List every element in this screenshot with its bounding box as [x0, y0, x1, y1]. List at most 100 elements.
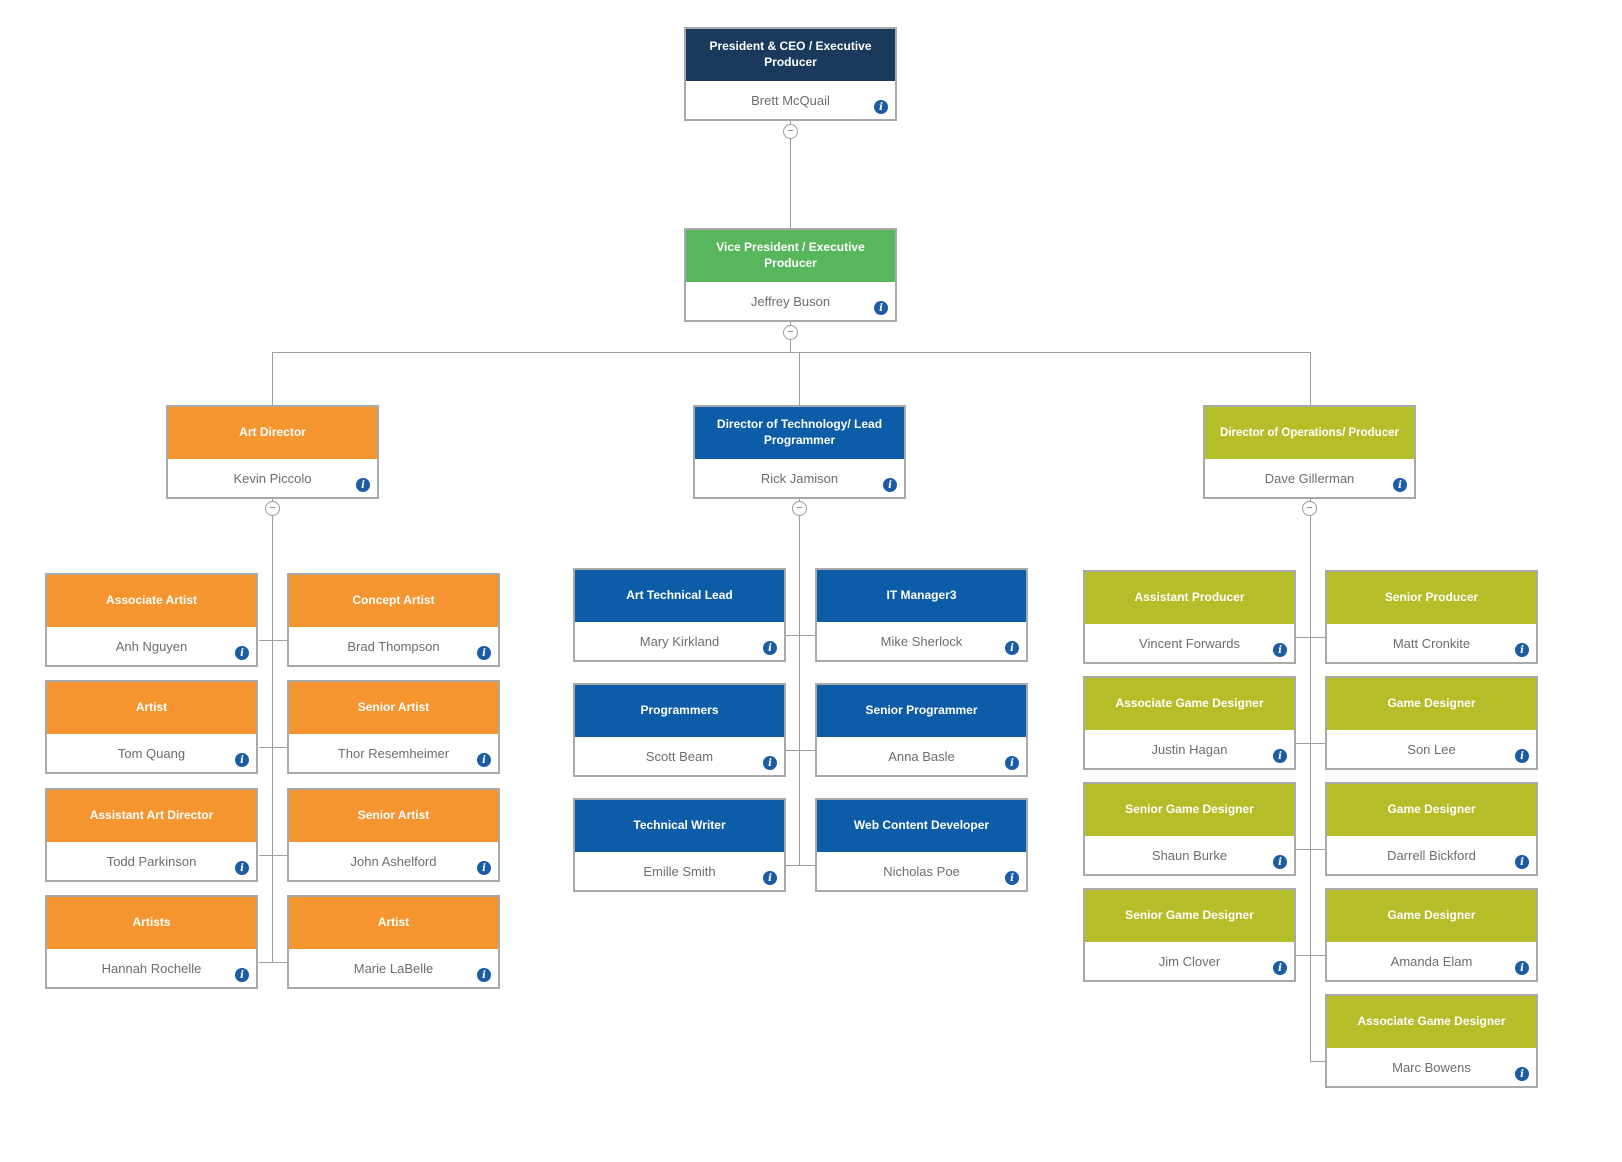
info-icon[interactable]: i — [763, 641, 777, 655]
node-person-name: Shaun Burke — [1151, 847, 1228, 863]
node-art-team-member[interactable]: Artists Hannah Rochelle i — [45, 895, 258, 989]
node-ops-team-member[interactable]: Game Designer Amanda Elam i — [1325, 888, 1538, 982]
info-icon[interactable]: i — [1273, 855, 1287, 869]
node-ops-team-member[interactable]: Senior Game Designer Shaun Burke i — [1083, 782, 1296, 876]
node-title: Game Designer — [1327, 784, 1536, 836]
node-body: Brett McQuail i — [686, 81, 895, 119]
info-icon[interactable]: i — [1515, 855, 1529, 869]
info-icon[interactable]: i — [874, 100, 888, 114]
info-icon[interactable]: i — [477, 968, 491, 982]
info-icon[interactable]: i — [874, 301, 888, 315]
node-art-team-member[interactable]: Senior Artist John Ashelford i — [287, 788, 500, 882]
info-icon[interactable]: i — [1515, 1067, 1529, 1081]
node-person-name: Todd Parkinson — [106, 853, 197, 869]
connector-line — [1296, 743, 1325, 744]
node-art-team-member[interactable]: Assistant Art Director Todd Parkinson i — [45, 788, 258, 882]
node-body: Anh Nguyen i — [47, 627, 256, 665]
node-tech-team-member[interactable]: Senior Programmer Anna Basle i — [815, 683, 1028, 777]
connector-line — [786, 865, 815, 866]
node-art-team-member[interactable]: Artist Tom Quang i — [45, 680, 258, 774]
info-icon[interactable]: i — [1005, 756, 1019, 770]
collapse-icon[interactable]: − — [792, 501, 807, 516]
node-title: Vice President / Executive Producer — [686, 230, 895, 282]
node-body: Dave Gillerman i — [1205, 459, 1414, 497]
info-icon[interactable]: i — [1273, 643, 1287, 657]
info-icon[interactable]: i — [763, 756, 777, 770]
node-tech-director[interactable]: Director of Technology/ Lead Programmer … — [693, 405, 906, 499]
node-body: Tom Quang i — [47, 734, 256, 772]
info-icon[interactable]: i — [235, 968, 249, 982]
info-icon[interactable]: i — [356, 478, 370, 492]
node-ops-team-member[interactable]: Assistant Producer Vincent Forwards i — [1083, 570, 1296, 664]
connector-line — [799, 352, 800, 405]
node-tech-team-member[interactable]: Web Content Developer Nicholas Poe i — [815, 798, 1028, 892]
info-icon[interactable]: i — [477, 753, 491, 767]
node-ops-team-member[interactable]: Senior Producer Matt Cronkite i — [1325, 570, 1538, 664]
node-body: Rick Jamison i — [695, 459, 904, 497]
node-ops-team-member[interactable]: Game Designer Son Lee i — [1325, 676, 1538, 770]
info-icon[interactable]: i — [1005, 871, 1019, 885]
node-body: Emille Smith i — [575, 852, 784, 890]
info-icon[interactable]: i — [235, 646, 249, 660]
connector-line — [272, 499, 273, 962]
connector-line — [786, 635, 815, 636]
info-icon[interactable]: i — [1393, 478, 1407, 492]
connector-line — [259, 962, 287, 963]
info-icon[interactable]: i — [477, 646, 491, 660]
node-person-name: Thor Resemheimer — [337, 745, 450, 761]
minus-glyph: − — [787, 124, 794, 137]
node-title: Artist — [47, 682, 256, 734]
info-icon[interactable]: i — [1005, 641, 1019, 655]
info-icon[interactable]: i — [235, 753, 249, 767]
minus-glyph: − — [1306, 501, 1313, 514]
info-icon[interactable]: i — [1515, 749, 1529, 763]
connector-line — [1296, 637, 1325, 638]
node-ceo[interactable]: President & CEO / Executive Producer Bre… — [684, 27, 897, 121]
node-tech-team-member[interactable]: IT Manager3 Mike Sherlock i — [815, 568, 1028, 662]
node-art-team-member[interactable]: Artist Marie LaBelle i — [287, 895, 500, 989]
node-person-name: Hannah Rochelle — [101, 960, 202, 976]
node-ops-team-member[interactable]: Game Designer Darrell Bickford i — [1325, 782, 1538, 876]
collapse-icon[interactable]: − — [265, 501, 280, 516]
info-icon[interactable]: i — [1273, 961, 1287, 975]
node-person-name: Nicholas Poe — [883, 863, 960, 879]
node-person-name: Son Lee — [1407, 741, 1456, 757]
node-ops-director[interactable]: Director of Operations/ Producer Dave Gi… — [1203, 405, 1416, 499]
info-icon[interactable]: i — [235, 861, 249, 875]
node-ops-team-member[interactable]: Associate Game Designer Justin Hagan i — [1083, 676, 1296, 770]
node-art-team-member[interactable]: Senior Artist Thor Resemheimer i — [287, 680, 500, 774]
info-icon[interactable]: i — [763, 871, 777, 885]
node-tech-team-member[interactable]: Programmers Scott Beam i — [573, 683, 786, 777]
info-icon[interactable]: i — [1273, 749, 1287, 763]
minus-glyph: − — [269, 501, 276, 514]
info-icon[interactable]: i — [883, 478, 897, 492]
node-body: Nicholas Poe i — [817, 852, 1026, 890]
node-title: Art Technical Lead — [575, 570, 784, 622]
node-art-team-member[interactable]: Concept Artist Brad Thompson i — [287, 573, 500, 667]
node-person-name: Vincent Forwards — [1139, 635, 1240, 651]
node-title: Senior Artist — [289, 682, 498, 734]
connector-line — [1310, 499, 1311, 1061]
collapse-icon[interactable]: − — [1302, 501, 1317, 516]
node-art-director[interactable]: Art Director Kevin Piccolo i — [166, 405, 379, 499]
node-person-name: Marc Bowens — [1392, 1059, 1471, 1075]
node-body: Mike Sherlock i — [817, 622, 1026, 660]
node-tech-team-member[interactable]: Technical Writer Emille Smith i — [573, 798, 786, 892]
collapse-icon[interactable]: − — [783, 325, 798, 340]
connector-line — [272, 352, 273, 405]
node-person-name: Matt Cronkite — [1392, 635, 1471, 651]
node-vp[interactable]: Vice President / Executive Producer Jeff… — [684, 228, 897, 322]
node-body: Justin Hagan i — [1085, 730, 1294, 768]
info-icon[interactable]: i — [1515, 643, 1529, 657]
node-art-team-member[interactable]: Associate Artist Anh Nguyen i — [45, 573, 258, 667]
node-tech-team-member[interactable]: Art Technical Lead Mary Kirkland i — [573, 568, 786, 662]
connector-line — [1296, 849, 1325, 850]
info-icon[interactable]: i — [477, 861, 491, 875]
info-icon[interactable]: i — [1515, 961, 1529, 975]
collapse-icon[interactable]: − — [783, 124, 798, 139]
node-title: Art Director — [168, 407, 377, 459]
node-ops-team-member[interactable]: Senior Game Designer Jim Clover i — [1083, 888, 1296, 982]
node-ops-team-member[interactable]: Associate Game Designer Marc Bowens i — [1325, 994, 1538, 1088]
node-body: Matt Cronkite i — [1327, 624, 1536, 662]
